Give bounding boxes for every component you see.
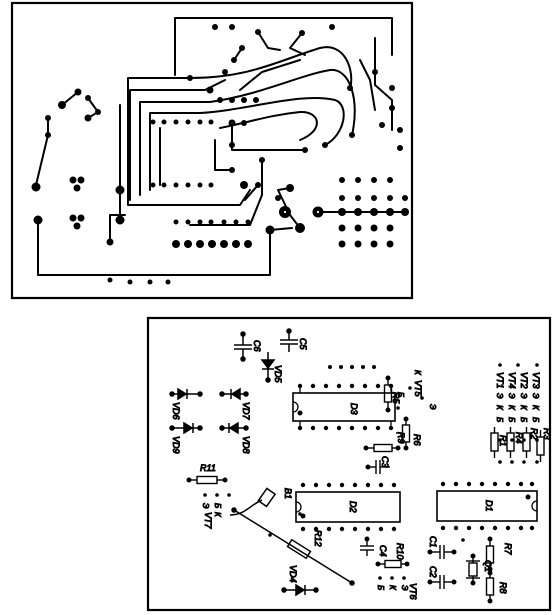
diode-vd8 bbox=[219, 421, 249, 435]
label-r6: R6 bbox=[412, 434, 422, 446]
cap-c1 bbox=[427, 545, 457, 559]
label-vt7-k: К bbox=[213, 512, 222, 518]
label-vd8: VD8 bbox=[241, 436, 251, 454]
cap-c2 bbox=[427, 575, 457, 589]
bottom-board-outline bbox=[146, 316, 552, 612]
label-vd5: VD5 bbox=[273, 365, 283, 384]
resistor-r3 bbox=[536, 430, 545, 462]
label-vt3-b: Б bbox=[531, 417, 540, 422]
bottom-board: C6 C5 VD5 VD6 VD7 bbox=[146, 316, 553, 612]
label-vd6: VD6 bbox=[171, 402, 181, 420]
cap-c6 bbox=[234, 331, 252, 362]
label-c6: C6 bbox=[252, 340, 262, 352]
label-vt2-k: К bbox=[519, 405, 528, 411]
label-vt5-e: Э bbox=[428, 404, 437, 410]
diode-vd7 bbox=[219, 387, 249, 401]
label-vd7: VD7 bbox=[241, 402, 251, 421]
label-r3: R3 bbox=[542, 428, 552, 440]
label-vt3-e: Э bbox=[531, 393, 540, 399]
cap-c4 bbox=[360, 536, 374, 556]
top-board bbox=[10, 1, 414, 300]
resistor-r12 bbox=[231, 507, 355, 586]
diode-vd9 bbox=[169, 421, 203, 435]
label-d2: D2 bbox=[348, 501, 358, 513]
label-r7: R7 bbox=[503, 543, 513, 555]
resistor-r4 bbox=[506, 427, 515, 458]
label-vt6-k: К bbox=[388, 585, 397, 591]
label-vt3: VT3 bbox=[531, 372, 541, 389]
label-d3: D3 bbox=[349, 403, 359, 415]
label-vt6-e: Э bbox=[400, 585, 409, 591]
buzzer-b1 bbox=[229, 487, 277, 516]
label-vt1: VT1 bbox=[495, 372, 505, 389]
label-r5: R5 bbox=[391, 392, 401, 404]
crystal-q1 bbox=[466, 553, 480, 586]
label-vt6-b: Б bbox=[376, 585, 385, 590]
label-vt4-e: Э bbox=[507, 393, 516, 399]
label-c5: C5 bbox=[298, 338, 308, 350]
chip-d2 bbox=[295, 482, 401, 532]
label-q1: Q1 bbox=[483, 560, 493, 572]
resistor-r9 bbox=[363, 443, 401, 453]
transistor-matrix bbox=[498, 363, 539, 464]
resistor-r6 bbox=[396, 416, 411, 451]
label-vt5: VT5 bbox=[413, 380, 423, 398]
label-vt4-b: Б bbox=[507, 417, 516, 422]
diode-vd5 bbox=[260, 352, 276, 383]
label-c3: C3 bbox=[380, 456, 390, 468]
resistor-r2 bbox=[522, 427, 531, 458]
label-r12: R12 bbox=[313, 530, 323, 547]
label-vd4: VD4 bbox=[288, 565, 298, 583]
label-r1: R1 bbox=[498, 435, 508, 447]
label-vt6: VT6 bbox=[408, 583, 418, 600]
label-vt7-e: Э bbox=[201, 503, 210, 509]
label-r2: R2 bbox=[529, 428, 539, 440]
label-vt3-k: К bbox=[531, 405, 540, 411]
resistor-r8 bbox=[485, 570, 495, 604]
label-r11: R11 bbox=[200, 463, 216, 473]
label-vt5-k: К bbox=[413, 370, 422, 376]
chip-d3 bbox=[292, 365, 396, 431]
label-vt4-k: К bbox=[507, 405, 516, 411]
chip-d1 bbox=[436, 481, 538, 531]
label-vt2-b: Б bbox=[519, 417, 528, 422]
label-b1: B1 bbox=[283, 488, 293, 499]
label-vt2-e: Э bbox=[519, 393, 528, 399]
label-vt4: VT4 bbox=[507, 372, 517, 389]
cap-c5 bbox=[280, 328, 298, 352]
label-vt1-e: Э bbox=[495, 393, 504, 399]
label-c1: C1 bbox=[428, 536, 438, 548]
label-c2: C2 bbox=[428, 566, 438, 578]
label-r9: R9 bbox=[396, 432, 406, 444]
resistor-r10 bbox=[375, 559, 410, 569]
label-r4: R4 bbox=[514, 432, 524, 444]
resistor-r5 bbox=[383, 375, 393, 413]
label-vt7: VT7 bbox=[203, 512, 213, 530]
top-board-traces bbox=[35, 17, 406, 276]
label-vt7-b: Б bbox=[213, 503, 222, 508]
vt-labels: VT1 VT4 VT2 VT3 Э К Б Э К Б Э К Б Э К Б bbox=[495, 372, 542, 423]
diode-vd4 bbox=[281, 583, 319, 597]
label-r8: R8 bbox=[498, 582, 508, 594]
diode-vd6 bbox=[169, 387, 203, 401]
cap-c3 bbox=[365, 460, 390, 474]
label-r10: R10 bbox=[395, 543, 405, 560]
top-board-outline bbox=[10, 1, 414, 300]
resistor-r7 bbox=[485, 536, 495, 572]
top-board-pads bbox=[31, 24, 409, 285]
label-vd9: VD9 bbox=[171, 436, 181, 454]
label-c4: C4 bbox=[378, 545, 388, 557]
label-vt5-b: Б bbox=[396, 392, 405, 397]
label-vt2: VT2 bbox=[519, 372, 529, 389]
resistor-r1 bbox=[490, 427, 499, 458]
label-d1: D1 bbox=[484, 500, 494, 512]
label-vt1-b: Б bbox=[495, 417, 504, 422]
label-vt1-k: К bbox=[495, 405, 504, 411]
resistor-r11 bbox=[186, 475, 228, 485]
